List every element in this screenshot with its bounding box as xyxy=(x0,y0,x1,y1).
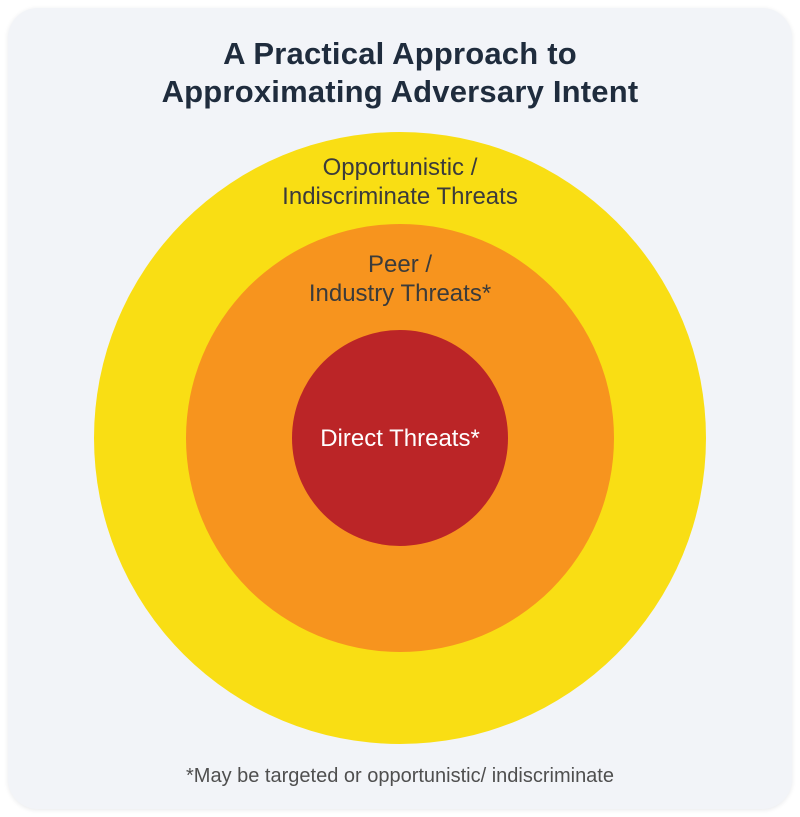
ring-peer-industry-threats: Peer / Industry Threats* Direct Threats* xyxy=(186,224,614,652)
footnote: *May be targeted or opportunistic/ indis… xyxy=(186,765,614,787)
middle-label-line-2: Industry Threats* xyxy=(308,280,492,307)
ring-label-peer-industry: Peer / Industry Threats* xyxy=(186,250,614,308)
outer-label-line-2: Indiscriminate Threats xyxy=(282,183,518,210)
ring-direct-threats: Direct Threats* xyxy=(292,330,508,546)
infographic-card: A Practical Approach to Approximating Ad… xyxy=(8,8,792,809)
middle-label-line-1: Peer / xyxy=(367,251,433,278)
title-line-1: A Practical Approach to xyxy=(223,36,577,71)
ring-opportunistic-indiscriminate-threats: Opportunistic / Indiscriminate Threats P… xyxy=(94,132,706,744)
diagram-title: A Practical Approach to Approximating Ad… xyxy=(8,8,792,111)
title-line-2: Approximating Adversary Intent xyxy=(161,74,639,109)
ring-label-direct-threats: Direct Threats* xyxy=(320,424,480,452)
ring-label-opportunistic: Opportunistic / Indiscriminate Threats xyxy=(94,153,706,211)
outer-label-line-1: Opportunistic / xyxy=(322,154,478,181)
